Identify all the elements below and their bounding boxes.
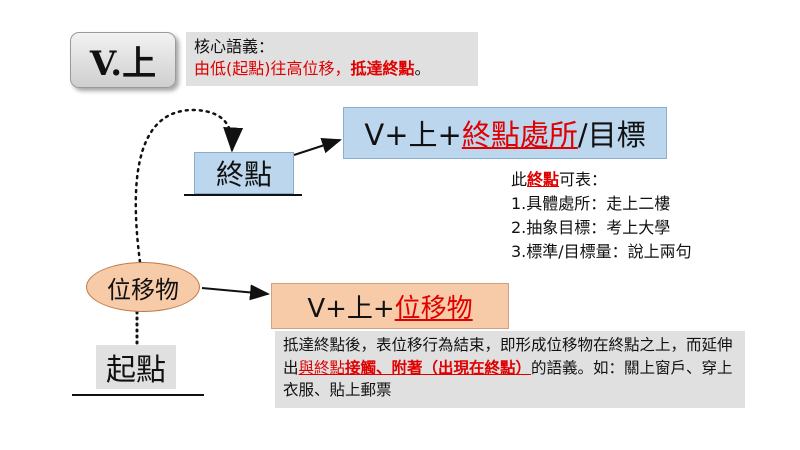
- endpoint-list: 此終點可表： 1.具體處所：走上二樓 2.抽象目標：考上大學 3.標準/目標量：…: [511, 168, 692, 264]
- description-part4: 的語義。如：關上窗戶、穿上衣服、貼上郵票: [283, 358, 733, 400]
- target-suffix: /目標: [577, 118, 646, 152]
- start-point-label: 起點: [106, 353, 166, 388]
- end-point-box: 終點: [194, 152, 294, 194]
- description-part2: 與終點: [298, 358, 346, 377]
- core-meaning-line: 由低(起點)往高位移，抵達終點。: [194, 58, 470, 80]
- mover-box-highlight: 位移物: [394, 293, 473, 324]
- target-box: V+上+終點處所/目標: [343, 107, 667, 159]
- core-meaning-red-text: 由低(起點)往高位移，: [194, 59, 351, 78]
- target-highlight: 終點處所: [461, 118, 578, 152]
- endpoint-intro-pre: 此: [511, 170, 528, 189]
- mover-to-box-arrow: [201, 284, 270, 301]
- list-item: 3.標準/目標量：說上兩句: [511, 242, 692, 261]
- core-meaning-bold-text: 抵達終點: [350, 59, 415, 78]
- list-item: 1.具體處所：走上二樓: [511, 194, 671, 213]
- endpoint-intro-highlight: 終點: [527, 170, 560, 189]
- core-meaning-end-text: 。: [414, 59, 431, 78]
- mover-label: 位移物: [107, 275, 179, 304]
- start-point-box: 起點: [96, 345, 176, 389]
- title-text: V.上: [89, 43, 157, 84]
- mover-box-prefix: V+上+: [307, 293, 395, 324]
- core-meaning-box: 核心語義： 由低(起點)往高位移，抵達終點。: [186, 32, 478, 86]
- description-part1: 抵達終點後，表位移行為結束，即形成位移物在終點之上，而延伸出: [283, 336, 733, 377]
- endpoint-list-intro: 此終點可表：: [511, 168, 692, 192]
- mover-to-end-dotted-curve: [134, 108, 244, 264]
- mover-ellipse: 位移物: [86, 262, 200, 312]
- target-prefix: V+上+: [364, 118, 462, 152]
- title-badge: V.上: [70, 32, 176, 88]
- mover-box: V+上+位移物: [271, 283, 509, 329]
- end-point-label: 終點: [215, 158, 272, 191]
- end-to-target-arrow: [293, 137, 342, 156]
- description-part3: 接觸、附著（出現在終點）: [345, 358, 532, 377]
- core-meaning-label: 核心語義：: [194, 37, 275, 56]
- list-item: 2.抽象目標：考上大學: [511, 218, 671, 237]
- endpoint-intro-post: 可表：: [559, 170, 608, 189]
- description-box: 抵達終點後，表位移行為結束，即形成位移物在終點之上，而延伸出與終點接觸、附著（出…: [275, 331, 745, 408]
